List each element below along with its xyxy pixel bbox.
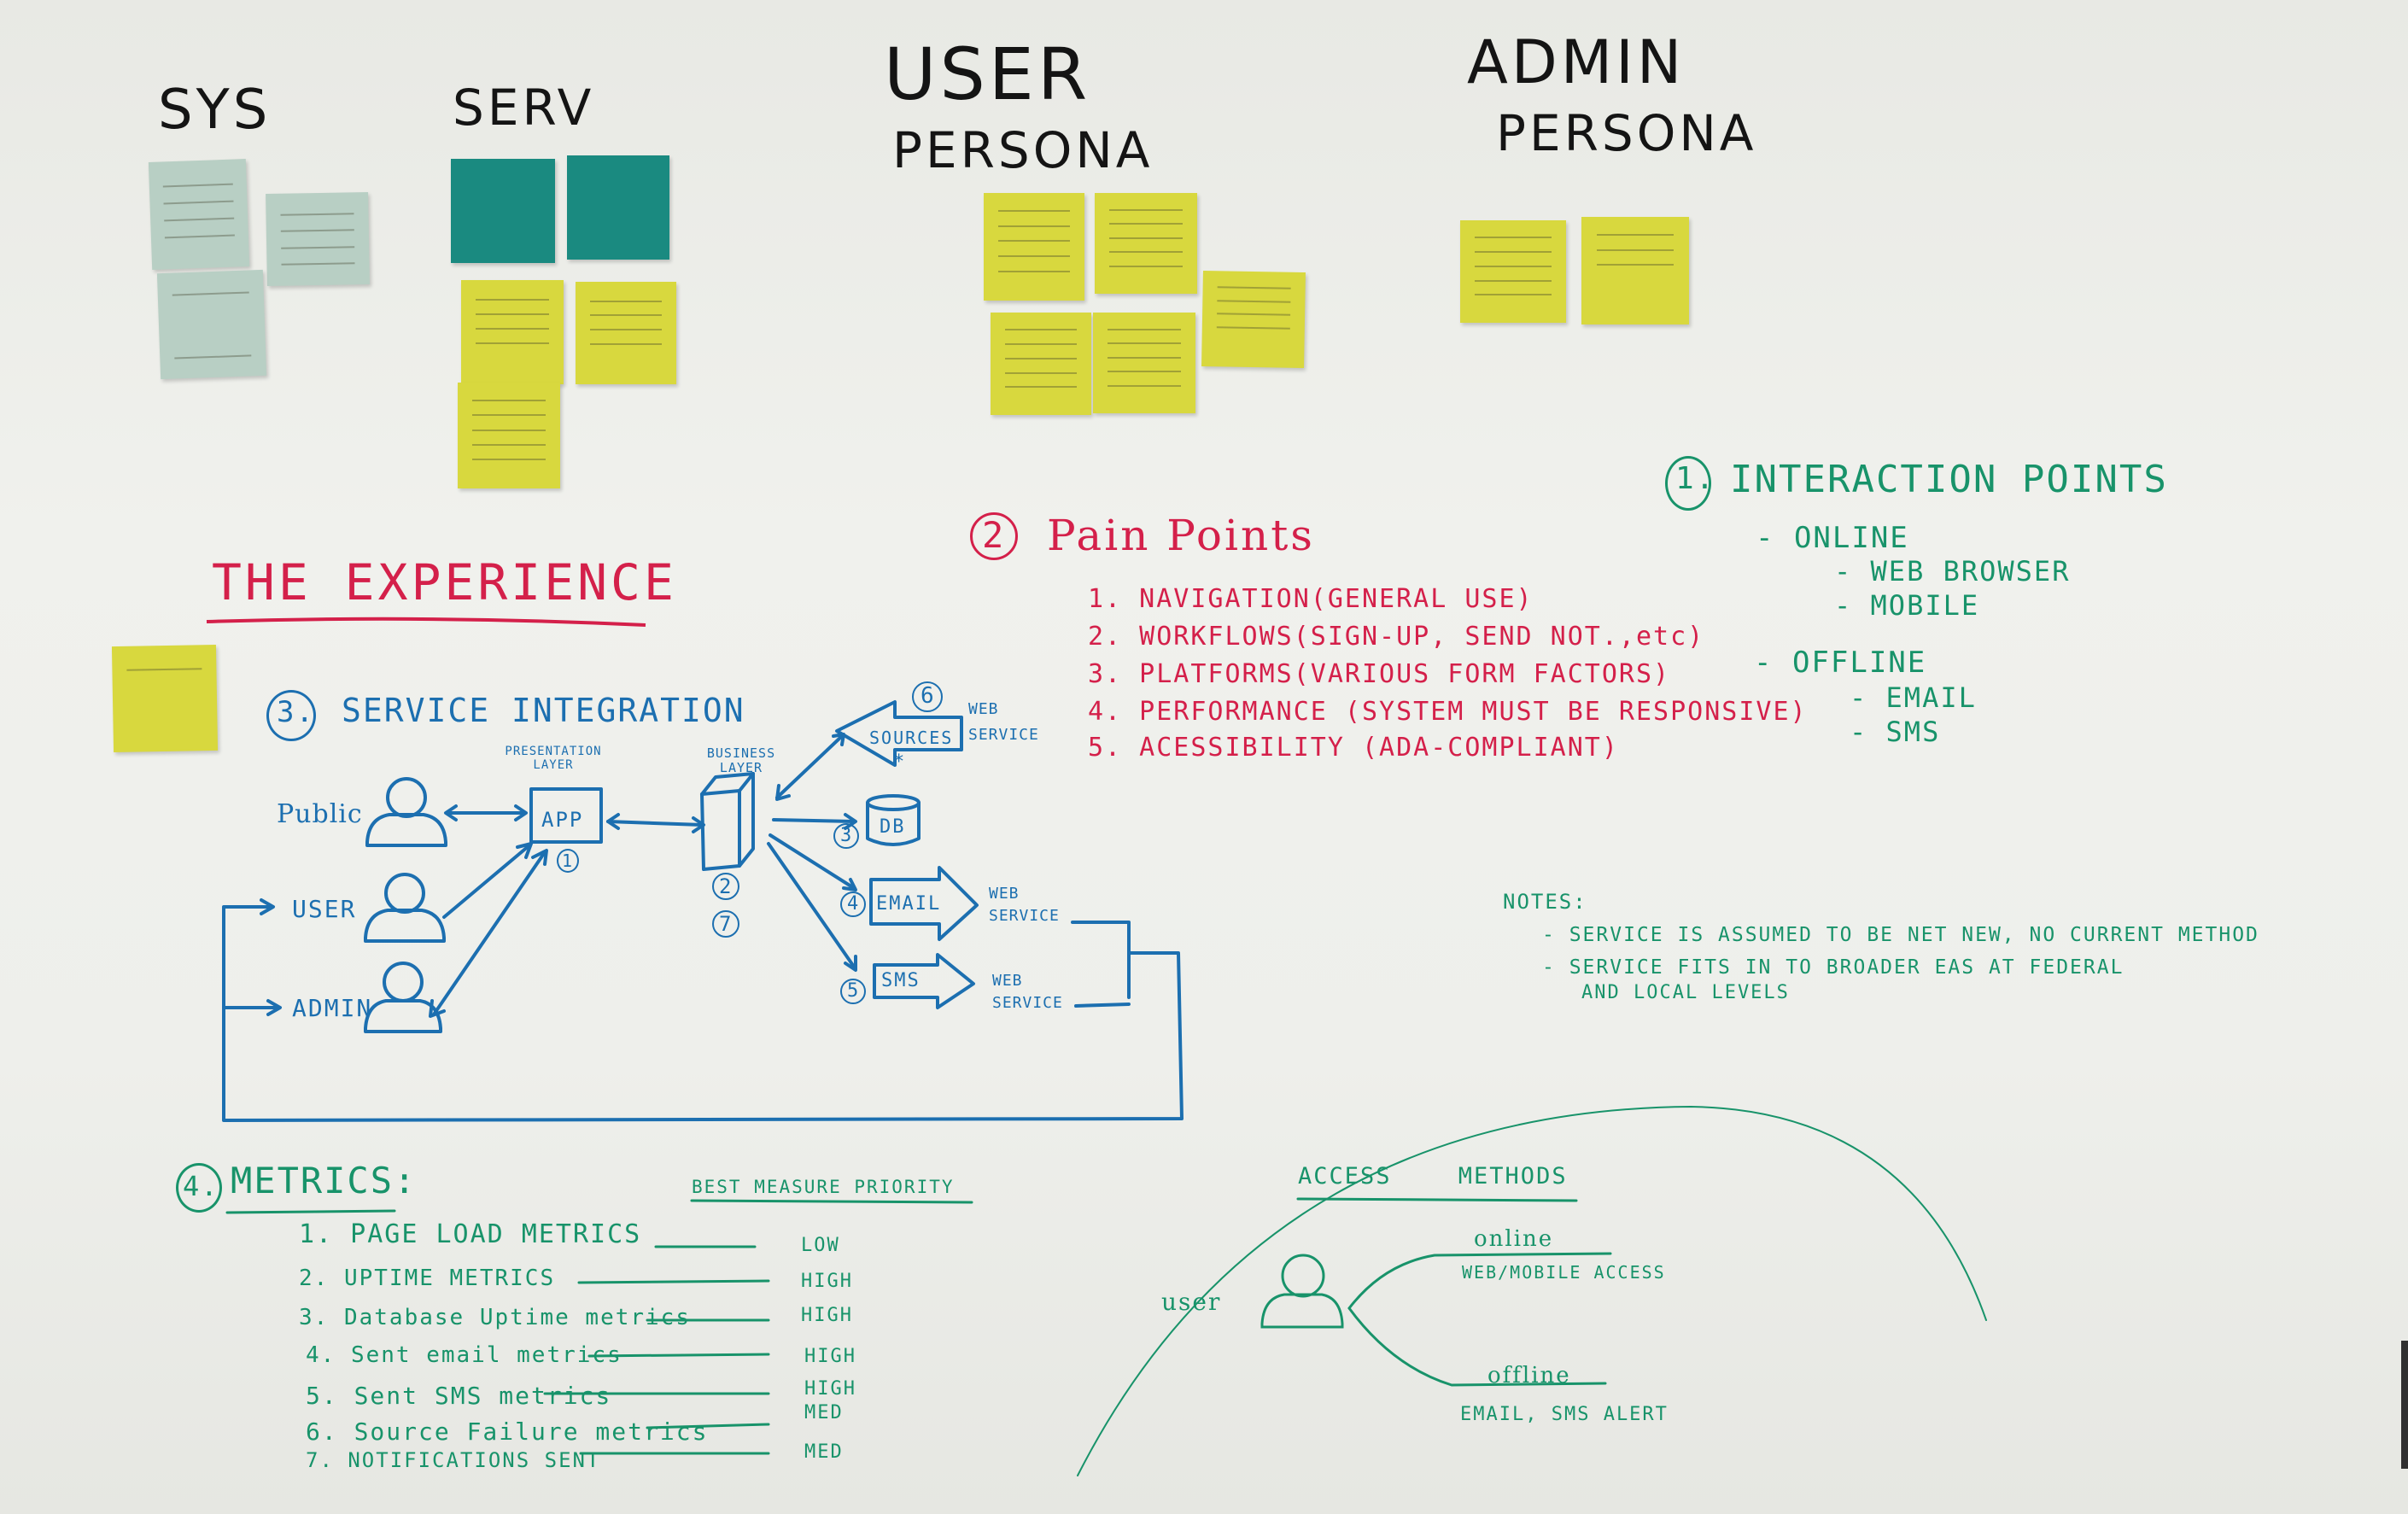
metric-label: 1. PAGE LOAD METRICS [299, 1219, 642, 1249]
pain-point-item: 2. WORKFLOWS(SIGN-UP, SEND NOT.,etc) [1088, 622, 1705, 652]
metrics-number-circle [176, 1163, 222, 1213]
admin-person-icon [364, 962, 442, 1033]
heading-sys: SYS [158, 79, 272, 142]
app-box [529, 787, 603, 844]
pain-point-item: 5. ACESSIBILITY (ADA-COMPLIANT) [1088, 733, 1619, 763]
sources-label: SOURCES [869, 728, 954, 748]
interaction-web-browser: - WEB BROWSER [1834, 555, 2071, 587]
sms-arrow-shape [873, 953, 975, 1009]
sticky-note [1093, 313, 1195, 413]
notes-line: - SERVICE FITS IN TO BROADER EAS AT FEDE… [1542, 956, 2125, 979]
presentation-layer-label: PRESENTATION LAYER [505, 745, 602, 772]
sticky-note [567, 155, 669, 260]
notes-line: - SERVICE IS ASSUMED TO BE NET NEW, NO C… [1542, 924, 2259, 946]
db-number-circle [833, 823, 859, 849]
sticky-note [991, 313, 1091, 415]
sticky-note [458, 383, 560, 488]
sticky-note [461, 280, 564, 384]
db-cylinder [866, 794, 921, 811]
heading-admin-persona: PERSONA [1496, 104, 1757, 162]
sticky-note [1581, 217, 1689, 324]
metric-label: 5. Sent SMS metrics [306, 1382, 612, 1410]
metric-priority: MED [804, 1402, 844, 1423]
sticky-note [576, 282, 676, 384]
interaction-sms: - SMS [1850, 716, 1941, 748]
web-service-label: WEB SERVICE [968, 700, 1039, 744]
app-number-circle [557, 849, 579, 873]
section3-number: 3. [277, 695, 315, 729]
db-label: DB [880, 816, 906, 838]
sticky-note [1095, 193, 1197, 294]
experience-title: THE EXPERIENCE [212, 553, 677, 611]
section3-number-circle [266, 690, 316, 741]
access-offline-detail: EMAIL, SMS ALERT [1460, 1404, 1669, 1425]
pain-points-title: Pain Points [1047, 511, 1315, 560]
metric-label: 3. Database Uptime metrics [299, 1305, 691, 1330]
sticky-note [451, 159, 555, 263]
interaction-mobile: - MOBILE [1834, 589, 1980, 622]
pain-point-item: 1. NAVIGATION(GENERAL USE) [1088, 584, 1534, 614]
actor-user-label: USER [292, 895, 357, 923]
business-number-circle [712, 873, 739, 900]
metric-label: 6. Source Failure metrics [306, 1418, 709, 1446]
email-arrow-shape [869, 866, 979, 941]
interaction-online: - ONLINE [1756, 521, 1909, 555]
metric-label: 7. NOTIFICATIONS SENT [306, 1448, 601, 1472]
sources-arrow-shape [835, 700, 963, 767]
pain-point-item: 3. PLATFORMS(VARIOUS FORM FACTORS) [1088, 659, 1671, 689]
pain-points-number-circle [970, 512, 1018, 560]
business-number-circle [712, 910, 739, 938]
access-user-label: user [1161, 1288, 1222, 1316]
metric-priority: HIGH [801, 1271, 853, 1292]
heading-user-persona: PERSONA [892, 121, 1154, 179]
app-label: APP [541, 808, 584, 832]
sms-label: SMS [881, 970, 921, 991]
service-integration-title: SERVICE INTEGRATION [342, 692, 745, 729]
interaction-offline: - OFFLINE [1754, 646, 1927, 680]
notes-line: AND LOCAL LEVELS [1581, 982, 1790, 1003]
heading-admin: ADMIN [1467, 27, 1686, 97]
access-offline-label: offline [1487, 1363, 1571, 1388]
metrics-title: METRICS: [231, 1160, 418, 1201]
access-online-detail: WEB/MOBILE ACCESS [1462, 1262, 1666, 1283]
heading-serv: SERV [453, 79, 595, 137]
user-person-icon [364, 873, 446, 943]
actor-public-label: Public [277, 799, 363, 829]
interaction-email: - EMAIL [1850, 681, 1977, 714]
web-service-label: WEB SERVICE [989, 885, 1060, 925]
metric-priority: HIGH [804, 1378, 856, 1400]
metric-label: 2. UPTIME METRICS [299, 1266, 556, 1291]
board-edge [2401, 1341, 2408, 1469]
web-service-label: WEB SERVICE [992, 972, 1063, 1012]
metrics-number: 4. [183, 1170, 219, 1202]
notes-title: NOTES: [1503, 890, 1587, 914]
interaction-title: INTERACTION POINTS [1730, 458, 2168, 501]
metric-priority: HIGH [804, 1346, 856, 1367]
email-number-circle [840, 891, 866, 917]
public-person-icon [365, 777, 447, 847]
metric-priority: MED [804, 1441, 844, 1463]
metrics-header: BEST MEASURE PRIORITY [692, 1177, 955, 1197]
pain-points-number: 2 [982, 514, 1006, 556]
metric-priority: LOW [801, 1235, 840, 1256]
pain-point-item: 4. PERFORMANCE (SYSTEM MUST BE RESPONSIV… [1088, 697, 1808, 727]
sms-number-circle [840, 979, 866, 1004]
email-label: EMAIL [876, 893, 942, 915]
metric-label: 4. Sent email metrics [306, 1342, 622, 1368]
access-methods-title: ACCESS METHODS [1298, 1163, 1568, 1190]
sticky-note [1460, 220, 1566, 323]
interaction-number-circle [1665, 456, 1711, 511]
actor-admin-label: ADMIN [292, 994, 373, 1022]
access-online-label: online [1474, 1226, 1554, 1252]
metric-priority: HIGH [801, 1305, 853, 1326]
sources-number-circle [912, 681, 943, 712]
sticky-note [984, 193, 1084, 301]
interaction-number: 1. [1675, 461, 1716, 496]
business-layer-label: BUSINESS LAYER [706, 745, 776, 775]
access-user-person-icon [1260, 1254, 1344, 1329]
heading-user: USER [884, 32, 1091, 116]
